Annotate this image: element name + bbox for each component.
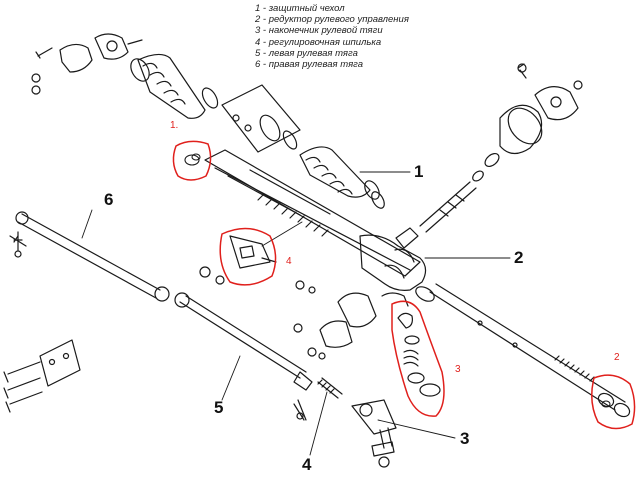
red-circle-3 [391, 300, 445, 417]
flange [517, 63, 583, 121]
left-tie-rod [174, 292, 313, 391]
adjusting-screw [293, 377, 343, 421]
protective-boot-right [299, 146, 380, 200]
adjusting-stud-part [229, 235, 277, 269]
legend-item-2: 2 - редуктор рулевого управления [255, 14, 409, 26]
rack-tube [221, 84, 301, 153]
callout-4: 4 [302, 455, 312, 474]
tie-rod-end [351, 399, 397, 468]
red-label-2: 2 [614, 352, 620, 363]
callout-5: 5 [214, 398, 224, 417]
bushing-spring-stack [397, 312, 441, 397]
bolts-left [13, 231, 23, 258]
legend-item-3: 3 - наконечник рулевой тяги [255, 25, 383, 37]
red-circle-2 [591, 374, 636, 430]
red-circle-4 [219, 227, 277, 286]
red-label-1: 1. [170, 120, 179, 131]
mounting-bracket-center [319, 292, 409, 348]
steering-rack-gear [204, 149, 626, 411]
mounting-bracket-top [31, 33, 143, 95]
callout-2: 2 [514, 248, 524, 267]
callout-1: 1 [414, 162, 424, 181]
leader-lines [81, 171, 511, 456]
boot-clamps [201, 87, 385, 209]
tie-rod-bracket [3, 339, 81, 413]
right-tie-rod [9, 211, 170, 302]
legend-item-4: 4 - регулировочная шпилька [255, 36, 382, 48]
red-label-3: 3 [455, 364, 461, 375]
parts-legend: 1 - защитный чехол 2 - редуктор рулевого… [255, 3, 485, 70]
dust-seal [499, 104, 543, 155]
pinion-shaft [419, 152, 500, 233]
rack-end-bushing [597, 392, 631, 418]
legend-item-1: 1 - защитный чехол [255, 3, 345, 14]
mounting-washers [199, 266, 326, 360]
legend-item-6: 6 - правая рулевая тяга [255, 59, 364, 71]
protective-boot-left [130, 53, 206, 119]
red-label-4: 4 [286, 256, 292, 267]
callout-3: 3 [460, 429, 470, 448]
legend-item-5: 5 - левая рулевая тяга [255, 47, 358, 59]
red-circle-1 [172, 140, 212, 181]
callout-6: 6 [104, 190, 114, 209]
red-annotation-circles [172, 140, 636, 430]
